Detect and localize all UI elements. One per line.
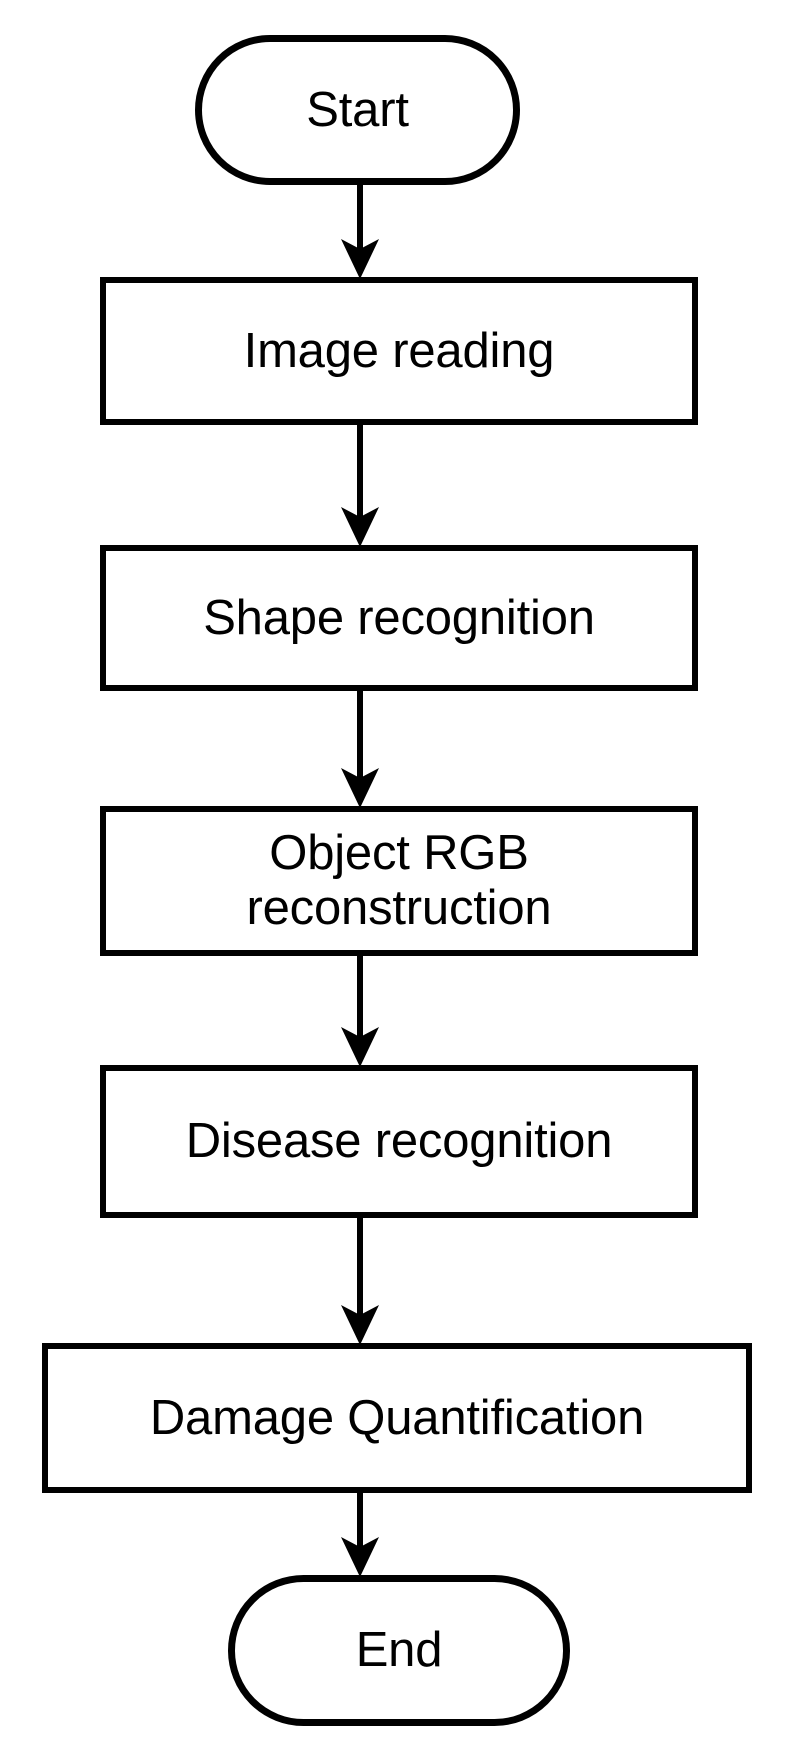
- flow-node-image-reading-label: Image reading: [243, 323, 555, 378]
- flow-node-image-reading[interactable]: Image reading: [100, 277, 698, 425]
- flow-node-end-label: End: [355, 1623, 443, 1678]
- flow-node-object-rgb-reconstruction-label: Object RGB reconstruction: [246, 826, 552, 935]
- edge-object-rgb-reconstruction-to-disease-recognition: [341, 956, 379, 1067]
- flow-node-disease-recognition-label: Disease recognition: [185, 1114, 613, 1169]
- edge-disease-recognition-to-damage-quantification: [341, 1218, 379, 1345]
- flow-node-start[interactable]: Start: [195, 35, 520, 185]
- flow-node-damage-quantification[interactable]: Damage Quantification: [42, 1343, 752, 1493]
- flow-node-shape-recognition-label: Shape recognition: [203, 590, 595, 645]
- flow-node-start-label: Start: [306, 82, 409, 137]
- edge-shape-recognition-to-object-rgb-reconstruction: [341, 691, 379, 808]
- flow-node-disease-recognition[interactable]: Disease recognition: [100, 1065, 698, 1218]
- edge-start-to-image-reading: [341, 185, 379, 279]
- edge-image-reading-to-shape-recognition: [341, 425, 379, 547]
- flow-node-shape-recognition[interactable]: Shape recognition: [100, 545, 698, 691]
- flow-node-object-rgb-reconstruction[interactable]: Object RGB reconstruction: [100, 806, 698, 956]
- edge-damage-quantification-to-end: [341, 1493, 379, 1577]
- flow-node-damage-quantification-label: Damage Quantification: [149, 1390, 645, 1445]
- flow-node-end[interactable]: End: [228, 1575, 570, 1726]
